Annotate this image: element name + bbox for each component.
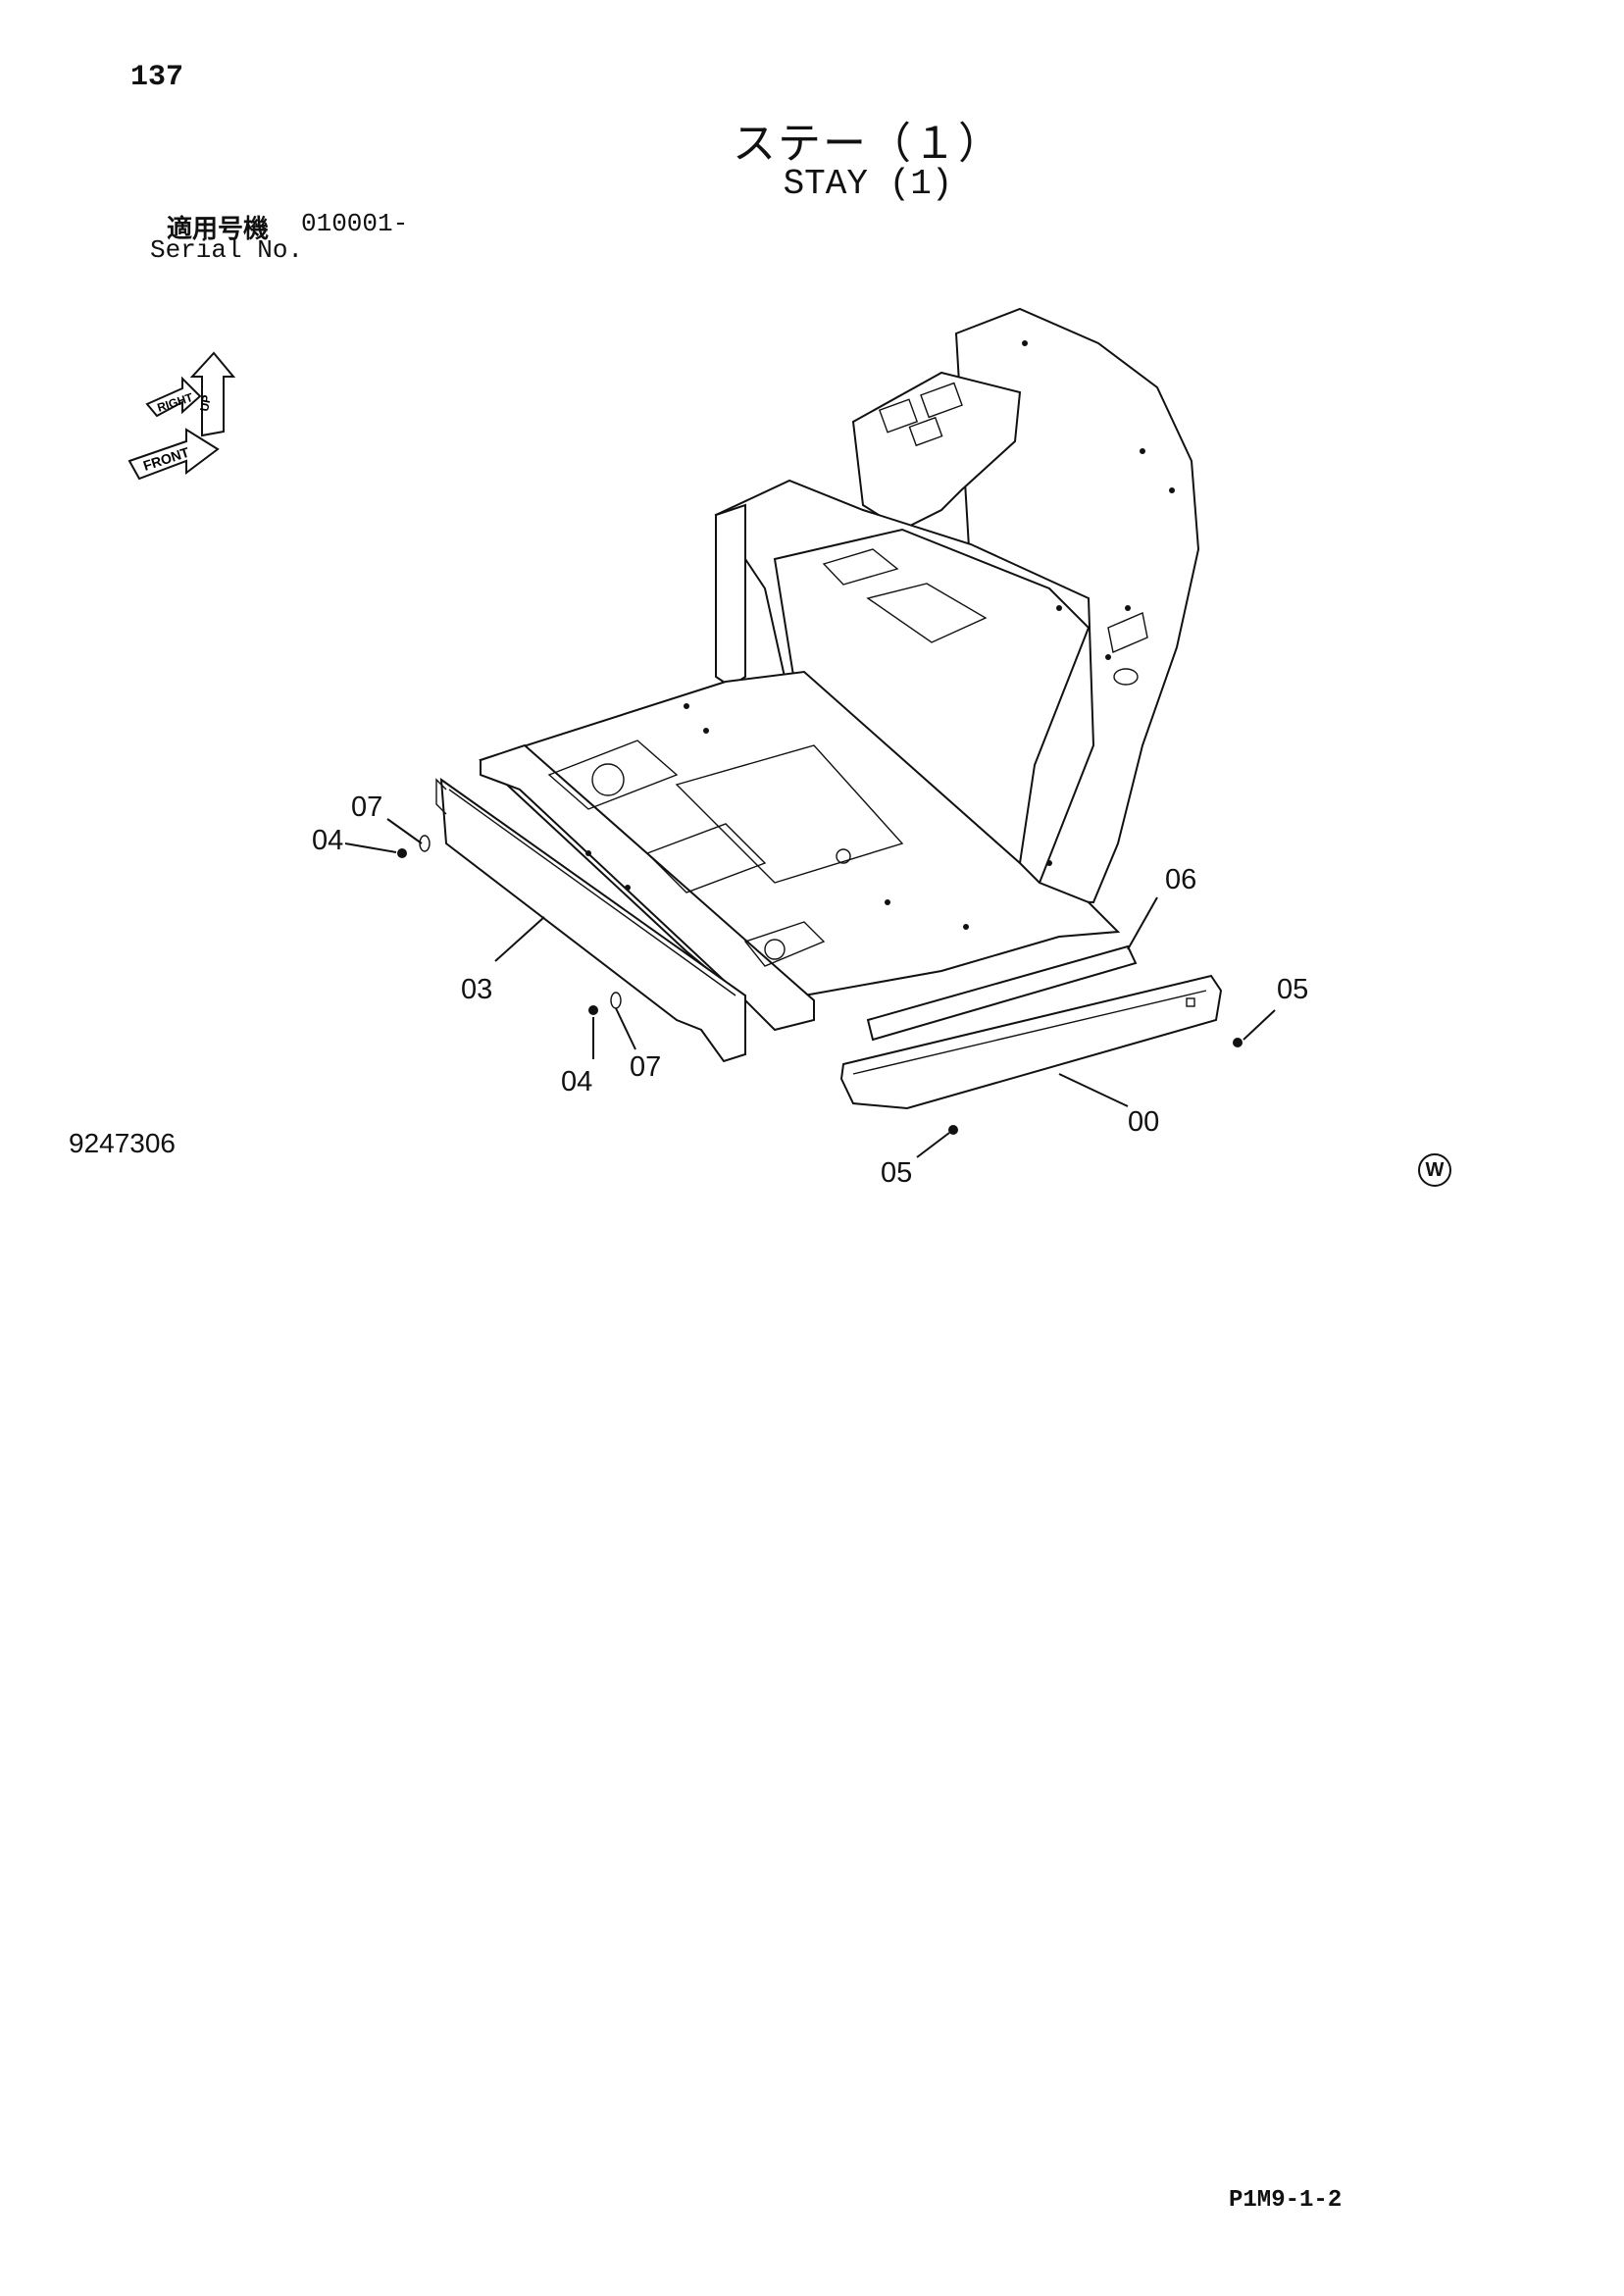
callout-04-lower: 04: [561, 1066, 592, 1097]
frame-holes: [585, 340, 1175, 930]
bolt-04b: [588, 1005, 598, 1015]
page-number: 137: [130, 61, 184, 94]
callout-06: 06: [1165, 864, 1196, 895]
serial-number-value: 010001-: [301, 209, 409, 238]
serial-label-japanese: 適用号機: [167, 215, 270, 244]
w-circle-mark: W: [1418, 1153, 1451, 1187]
callout-00: 00: [1128, 1106, 1159, 1138]
bolt-04a: [397, 848, 407, 858]
washer-07a: [419, 835, 431, 852]
serial-label-english: Serial No.: [150, 235, 304, 265]
callout-07-upper: 07: [351, 791, 382, 823]
callout-07-lower: 07: [630, 1051, 661, 1083]
title-japanese: ステー（１）: [733, 119, 1003, 169]
callout-03: 03: [461, 974, 492, 1005]
drawing-number: 9247306: [69, 1128, 177, 1158]
footer-code: P1M9-1-2: [1229, 2187, 1343, 2214]
callout-04-upper: 04: [312, 825, 343, 856]
title-english: STAY (1): [783, 164, 953, 204]
upper-frame-drawing: [479, 307, 1200, 1032]
bolts-and-washers: [397, 835, 1243, 1135]
washer-07b: [610, 992, 622, 1009]
stay-03-part: [435, 777, 746, 1063]
orientation-compass: FRONT RIGHT UP: [127, 351, 236, 481]
compass-up-label: UP: [197, 394, 214, 413]
stay-00-part: [839, 974, 1223, 1110]
bolt-05b: [948, 1125, 958, 1135]
bolt-05a: [1233, 1038, 1243, 1047]
callout-05-lower: 05: [881, 1157, 912, 1189]
callout-05-right: 05: [1277, 974, 1308, 1005]
strip-06-part: [866, 944, 1138, 1042]
leader-lines: [344, 818, 1276, 1158]
